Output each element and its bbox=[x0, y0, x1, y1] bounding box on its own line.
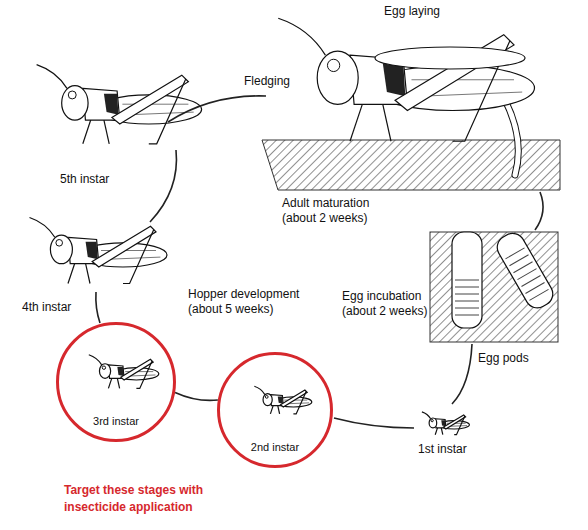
stage-label: Fledging bbox=[244, 74, 314, 89]
egg-pod bbox=[493, 229, 557, 312]
egg-pod bbox=[452, 232, 482, 328]
target-stage-circle: 3rd instar bbox=[56, 322, 176, 442]
target-stage-circle: 2nd instar bbox=[217, 352, 333, 468]
ovipositor-abdomen bbox=[505, 100, 518, 175]
stage-label: 4th instar bbox=[22, 300, 102, 315]
adult-wing bbox=[375, 47, 525, 69]
cycle-line bbox=[96, 292, 100, 323]
cycle-line bbox=[535, 192, 543, 230]
stage-name: 3rd instar bbox=[91, 415, 141, 427]
stage-label: 5th instar bbox=[60, 172, 140, 187]
cycle-line bbox=[96, 96, 543, 428]
target-note: Target these stages with insecticide app… bbox=[64, 482, 229, 516]
second-instar-hopper bbox=[254, 386, 311, 414]
third-instar-hopper bbox=[89, 355, 159, 389]
cycle-line bbox=[175, 392, 218, 400]
fifth-instar-hopper bbox=[37, 65, 202, 144]
stage-label: Egg laying bbox=[372, 4, 452, 19]
ovipositor-abdomen-fill bbox=[505, 100, 518, 175]
stage-label: Adult maturation (about 2 weeks) bbox=[282, 196, 390, 226]
cycle-line bbox=[334, 418, 414, 428]
stage-label: Egg incubation (about 2 weeks) bbox=[342, 289, 442, 319]
cycle-line bbox=[150, 150, 176, 222]
stage-label: Hopper development (about 5 weeks) bbox=[188, 287, 314, 317]
cycle-line bbox=[168, 96, 266, 122]
stage-label: Egg pods bbox=[478, 351, 548, 366]
fourth-instar-hopper bbox=[30, 218, 168, 284]
stage-name: 2nd instar bbox=[249, 441, 301, 453]
egg-rows bbox=[505, 248, 548, 301]
adult-locust bbox=[278, 18, 534, 141]
stage-label: 1st instar bbox=[418, 442, 488, 457]
cycle-line bbox=[452, 344, 472, 404]
first-instar-hopper bbox=[422, 412, 470, 435]
egg-rows bbox=[455, 280, 479, 315]
